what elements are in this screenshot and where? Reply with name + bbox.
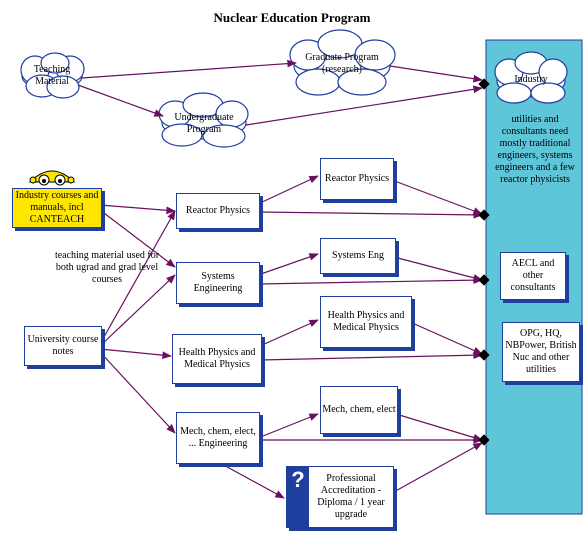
systems-eng-grad-label: Systems Eng: [332, 250, 384, 261]
reactor-physics-grad-box: Reactor Physics: [320, 158, 394, 200]
mech-grad-label: Mech, chem, elect: [322, 404, 396, 415]
diamond-connector: [478, 209, 490, 221]
opg-box: OPG, HQ, NBPower, British Nuc and other …: [502, 322, 580, 382]
question-icon: ?: [287, 467, 309, 527]
accreditation-box: ? Professional Accreditation - Diploma /…: [286, 466, 394, 528]
page-title: Nuclear Education Program: [213, 10, 371, 25]
systems-engineering-course-box: Systems Engineering: [176, 262, 260, 304]
aecl-label: AECL and other consultants: [510, 258, 556, 293]
industry-courses-box: Industry courses and manuals, incl CANTE…: [12, 188, 102, 228]
teaching-material-cloud: [20, 52, 85, 99]
university-notes-label: University course notes: [27, 334, 99, 357]
university-notes-box: University course notes: [24, 326, 102, 366]
health-physics-grad-label: Health Physics and Medical Physics: [327, 310, 405, 333]
diamond-connector: [478, 274, 490, 286]
diamond-connector: [478, 434, 490, 446]
diamond-connector: [478, 349, 490, 361]
systems-engineering-course-label: Systems Engineering: [193, 271, 243, 294]
undergraduate-program-cloud: [158, 92, 249, 148]
reactor-physics-grad-label: Reactor Physics: [324, 173, 390, 184]
mascot-face-icon: [28, 170, 76, 186]
reactor-physics-course-label: Reactor Physics: [185, 205, 251, 216]
mech-course-box: Mech, chem, elect, ... Engineering: [176, 412, 260, 464]
aecl-box: AECL and other consultants: [500, 252, 566, 300]
teaching-note: teaching material used for both ugrad an…: [54, 250, 160, 285]
industry-description: utilities and consultants need mostly tr…: [495, 114, 575, 185]
health-physics-grad-box: Health Physics and Medical Physics: [320, 296, 412, 348]
connector-arrows: [77, 59, 483, 499]
mech-grad-box: Mech, chem, elect: [320, 386, 398, 434]
undergraduate-program-label: Undergraduate Program: [174, 112, 234, 135]
mech-course-label: Mech, chem, elect, ... Engineering: [180, 426, 256, 449]
industry-label: Industry: [514, 74, 548, 85]
systems-eng-grad-box: Systems Eng: [320, 238, 396, 274]
graduate-program-label: Graduate Program (research): [305, 52, 379, 75]
health-physics-course-box: Health Physics and Medical Physics: [172, 334, 262, 384]
industry-courses-label: Industry courses and manuals, incl CANTE…: [15, 190, 99, 225]
health-physics-course-label: Health Physics and Medical Physics: [178, 347, 256, 370]
industry-cloud: [494, 51, 568, 104]
accreditation-label: Professional Accreditation - Diploma / 1…: [317, 473, 385, 520]
teaching-material-label: Teaching Material: [33, 64, 71, 87]
reactor-physics-course-box: Reactor Physics: [176, 193, 260, 229]
opg-label: OPG, HQ, NBPower, British Nuc and other …: [505, 328, 577, 375]
